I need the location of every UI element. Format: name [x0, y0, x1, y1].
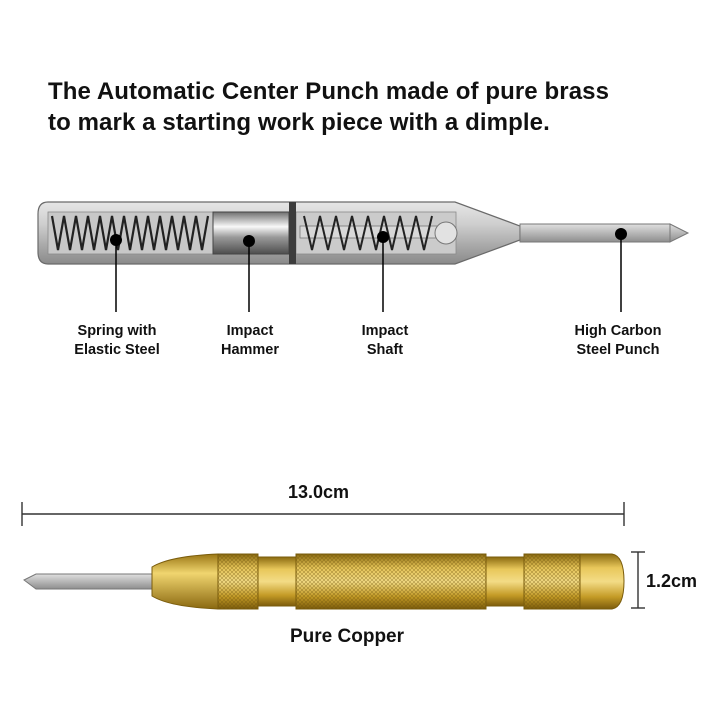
punch-point — [669, 223, 690, 243]
pointer-shaft — [377, 231, 389, 312]
shaft-ball — [434, 221, 458, 245]
label-spring: Spring with Elastic Steel — [74, 323, 160, 358]
brass-punch-tip — [23, 573, 156, 590]
brass-end-cap — [579, 553, 625, 610]
headline-line-1: The Automatic Center Punch made of pure … — [48, 78, 610, 105]
headline: The Automatic Center Punch made of pure … — [48, 76, 708, 138]
diameter-dimension-line — [631, 551, 645, 609]
body-divider — [289, 202, 296, 264]
pointer-punch — [615, 228, 627, 312]
shaft-spring — [303, 215, 433, 251]
impact-hammer-part — [212, 211, 290, 255]
length-label: 13.0cm — [288, 482, 350, 502]
pointer-spring — [110, 234, 122, 312]
brass-ring-back — [485, 556, 525, 607]
label-impact-hammer: Impact Hammer — [220, 323, 280, 358]
diameter-label: 1.2cm — [646, 571, 698, 591]
brass-punch-nose — [151, 553, 219, 610]
length-dimension-line — [21, 502, 625, 526]
label-steel-punch: High Carbon Steel Punch — [574, 323, 662, 358]
label-impact-shaft: Impact Shaft — [361, 323, 409, 358]
brass-ring-front — [257, 556, 297, 607]
punch-tip — [519, 223, 671, 243]
spring — [50, 215, 210, 251]
pointer-hammer — [243, 235, 255, 312]
headline-line-2: to mark a starting work piece with a dim… — [48, 109, 550, 136]
material-caption: Pure Copper — [290, 626, 405, 647]
